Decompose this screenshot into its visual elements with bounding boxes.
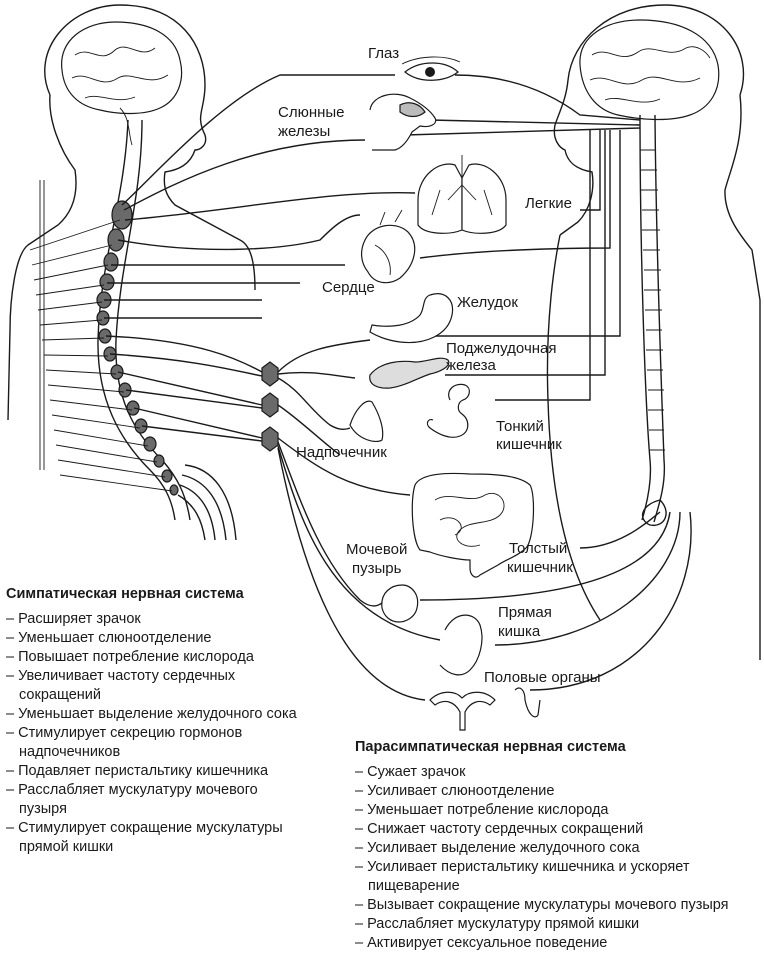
label-bladder-2: пузырь: [352, 560, 402, 577]
label-small-intestine-1: Тонкий: [496, 418, 544, 435]
sympathetic-item: Уменьшает выделение желудочного сока: [6, 705, 306, 724]
sympathetic-item: Увеличивает частоту сердечных сокращений: [6, 667, 306, 705]
parasympathetic-item: Усиливает слюноотделение: [355, 782, 760, 801]
small-intestine-illustration: [427, 384, 469, 437]
sympathetic-item: Расширяет зрачок: [6, 610, 306, 629]
sympathetic-title: Симпатическая нервная система: [6, 585, 306, 604]
sympathetic-item: Повышает потребление кислорода: [6, 648, 306, 667]
parasympathetic-item: Снижает частоту сердечных сокращений: [355, 820, 760, 839]
label-genitals: Половые органы: [484, 669, 601, 686]
parasympathetic-item: Усиливает перистальтику кишечника и уско…: [355, 858, 760, 896]
bladder-illustration: [382, 585, 418, 622]
parasympathetic-item: Сужает зрачок: [355, 763, 760, 782]
eye-illustration: [402, 57, 460, 80]
rectum-illustration: [440, 615, 482, 675]
left-brain: [62, 22, 182, 145]
label-eye: Глаз: [368, 45, 399, 62]
label-adrenal: Надпочечник: [296, 444, 387, 461]
sympathetic-effects: Симпатическая нервная система Расширяет …: [6, 585, 306, 857]
genitals-illustration: [430, 688, 540, 730]
parasympathetic-item: Расслабляет мускулатуру прямой кишки: [355, 915, 760, 934]
adrenal-illustration: [350, 401, 383, 441]
label-pancreas-2: железа: [446, 357, 497, 374]
label-stomach: Желудок: [457, 294, 518, 311]
sympathetic-item: Уменьшает слюноотделение: [6, 629, 306, 648]
label-rectum-2: кишка: [498, 623, 541, 640]
salivary-glands-illustration: [370, 94, 436, 150]
label-small-intestine-2: кишечник: [496, 436, 562, 453]
sympathetic-item: Стимулирует сокращение мускулатуры прямо…: [6, 819, 306, 857]
right-brain: [580, 20, 719, 120]
right-spinal-cord: [640, 115, 665, 522]
label-salivary-1: Слюнные: [278, 104, 345, 121]
stomach-illustration: [370, 294, 453, 343]
label-heart: Сердце: [322, 279, 375, 296]
sympathetic-item: Подавляет перистальтику кишечника: [6, 762, 306, 781]
label-large-intestine-2: кишечник: [507, 559, 573, 576]
pancreas-illustration: [370, 358, 449, 388]
parasympathetic-effects: Парасимпатическая нервная система Сужает…: [355, 738, 760, 953]
parasympathetic-title: Парасимпатическая нервная система: [355, 738, 760, 757]
lungs-illustration: [418, 155, 506, 233]
sympathetic-item: Расслабляет мускулатуру мочевого пузыря: [6, 781, 306, 819]
label-bladder-1: Мочевой: [346, 541, 407, 558]
parasympathetic-item: Усиливает выделение желудочного сока: [355, 839, 760, 858]
heart-illustration: [362, 210, 415, 283]
prevertebral-ganglia: [262, 362, 278, 451]
label-lungs: Легкие: [525, 195, 572, 212]
sympathetic-item: Стимулирует секрецию гормонов надпочечни…: [6, 724, 306, 762]
parasympathetic-item: Активирует сексуальное поведение: [355, 934, 760, 953]
parasympathetic-item: Вызывает сокращение мускулатуры мочевого…: [355, 896, 760, 915]
label-rectum-1: Прямая: [498, 604, 552, 621]
sympathetic-ganglion-chain: [97, 201, 178, 495]
label-salivary-2: железы: [278, 123, 330, 140]
label-large-intestine-1: Толстый: [509, 540, 567, 557]
label-pancreas-1: Поджелудочная: [446, 340, 557, 357]
parasympathetic-item: Уменьшает потребление кислорода: [355, 801, 760, 820]
